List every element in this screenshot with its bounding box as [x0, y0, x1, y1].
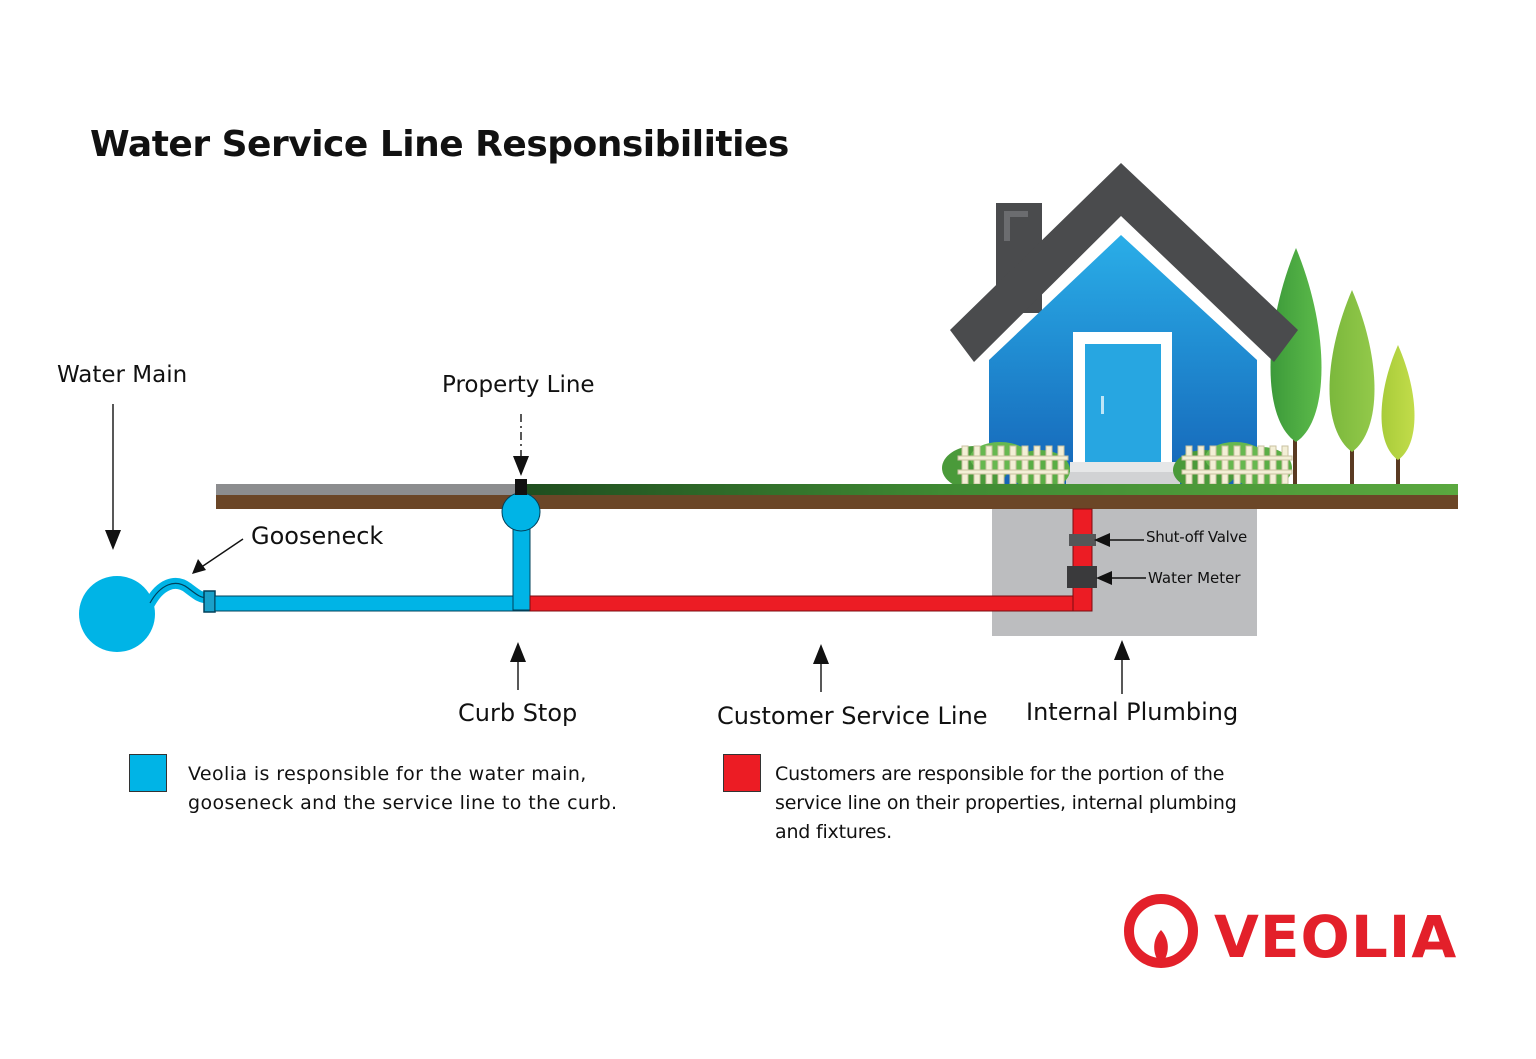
label-curb-stop: Curb Stop [458, 699, 578, 727]
label-internal-plumbing: Internal Plumbing [1026, 698, 1239, 726]
arrows [105, 404, 1146, 694]
veolia-service-line [214, 595, 531, 612]
sidewalk-strip [216, 484, 520, 495]
legend-line: gooseneck and the service line to the cu… [188, 792, 618, 814]
gooseneck-coupling [203, 590, 216, 613]
label-water-meter: Water Meter [1148, 569, 1241, 587]
grass-strip [520, 484, 1458, 495]
legend-swatch-veolia [129, 754, 167, 792]
curb-stop-cap [515, 479, 527, 495]
legend-line: Customers are responsible for the portio… [775, 763, 1225, 785]
left-bush-fence [942, 442, 1070, 490]
basement [992, 509, 1257, 636]
label-shutoff-valve: Shut-off Valve [1146, 528, 1247, 546]
legend-line: and fixtures. [775, 821, 892, 843]
label-property-line: Property Line [442, 372, 595, 398]
legend-line: Veolia is responsible for the water main… [188, 763, 587, 785]
veolia-logo-text: VEOLIA [1214, 903, 1458, 971]
label-gooseneck: Gooseneck [251, 522, 384, 550]
legend-line: service line on their properties, intern… [775, 792, 1237, 814]
page-title: Water Service Line Responsibilities [90, 124, 789, 165]
trees [1270, 248, 1415, 486]
soil-strip [216, 495, 1458, 509]
customer-service-line [529, 595, 1093, 612]
veolia-logo-mark [1124, 894, 1198, 968]
water-meter [1067, 566, 1097, 588]
curb-stop-valve-box [501, 492, 541, 532]
shutoff-valve [1069, 534, 1096, 546]
legend-text-veolia: Veolia is responsible for the water main… [188, 760, 618, 818]
label-customer-service-line: Customer Service Line [717, 702, 988, 730]
label-water-main: Water Main [57, 362, 188, 388]
water-main-pipe [79, 576, 155, 652]
right-bush-fence [1173, 442, 1293, 490]
house [950, 163, 1298, 484]
internal-plumbing-riser [1072, 508, 1093, 612]
legend-swatch-customer [723, 754, 761, 792]
legend-text-customer: Customers are responsible for the portio… [775, 760, 1237, 847]
gooseneck-pipe [144, 578, 214, 609]
